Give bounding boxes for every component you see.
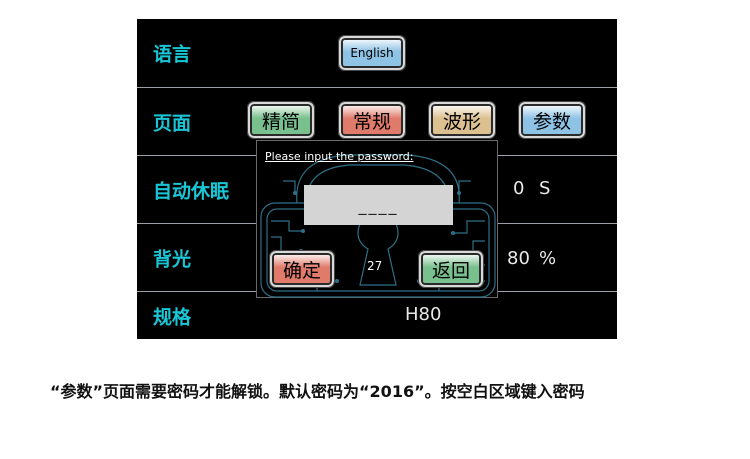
normal-page-button[interactable]: 常规: [338, 101, 406, 139]
backlight-label: 背光: [153, 248, 192, 270]
confirm-button[interactable]: 确定: [269, 250, 335, 288]
back-button[interactable]: 返回: [418, 250, 484, 288]
auto-sleep-label: 自动休眠: [153, 180, 230, 202]
password-counter: 27: [367, 259, 383, 273]
language-row: 语言 English: [137, 19, 617, 87]
instruction-caption: “参数”页面需要密码才能解锁。默认密码为“2016”。按空白区域键入密码: [50, 382, 585, 401]
spec-label: 规格: [153, 306, 192, 328]
waveform-page-button[interactable]: 波形: [428, 101, 496, 139]
page-label: 页面: [153, 112, 192, 134]
auto-sleep-unit: S: [539, 178, 551, 199]
password-dialog: Please input the password: ____ 27 确定 返回: [256, 140, 498, 298]
simple-page-button[interactable]: 精简: [247, 101, 315, 139]
english-button[interactable]: English: [338, 35, 406, 71]
auto-sleep-value: 0: [513, 178, 525, 199]
language-label: 语言: [153, 43, 192, 66]
password-prompt: Please input the password:: [265, 150, 414, 163]
backlight-value: 80: [507, 248, 530, 269]
password-input-field[interactable]: ____: [304, 185, 453, 225]
spec-value: H80: [405, 304, 442, 325]
backlight-unit: %: [539, 248, 557, 269]
parameter-page-button[interactable]: 参数: [518, 101, 586, 139]
page-row: 页面 精简 常规 波形 参数: [137, 87, 617, 155]
